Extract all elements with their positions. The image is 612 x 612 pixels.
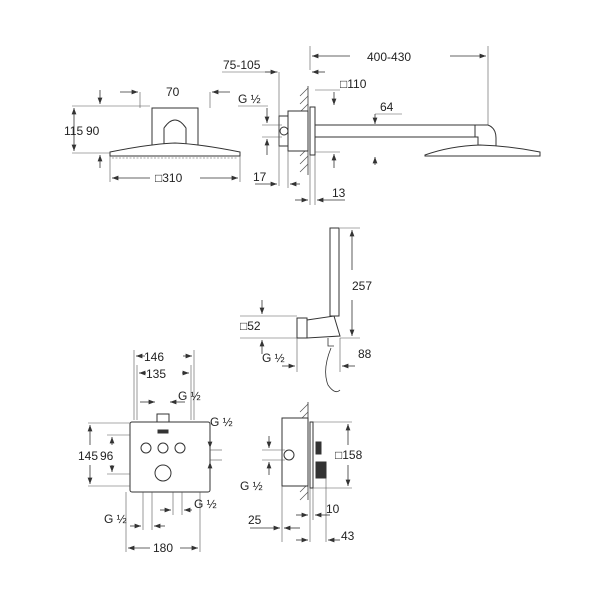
dim-width-top: 70 [166,85,180,99]
dim-valve-height-inner: 96 [100,449,114,463]
dim-valve-box-width: 180 [153,541,173,555]
dim-handshower-thread: G ½ [262,351,285,365]
dim-arm-length: 400-430 [367,50,411,64]
dim-plate: □158 [335,448,363,462]
dim-thread: G ½ [238,92,261,106]
dim-valve-width-inner: 135 [146,367,166,381]
dim-thread-bottom-left: G ½ [104,512,127,526]
dim-valve-width-outer: 146 [144,350,164,364]
dim-diameter: □310 [155,171,183,185]
dim-valve-height-outer: 145 [78,449,98,463]
dim-knob-depth: 43 [341,529,355,543]
dim-handshower-depth: 88 [358,347,372,361]
dim-thread-top: G ½ [178,389,201,403]
dim-thread-bottom-right: G ½ [194,497,217,511]
dim-offset-left: 17 [253,170,267,184]
dim-height-total: 115 [64,124,83,138]
valve-side-view: □158 G ½ 25 10 43 [240,402,363,543]
dim-box-depth: 25 [248,513,262,527]
dim-wall-depth: 75-105 [223,58,261,72]
dim-side-thread: G ½ [240,479,263,493]
overhead-shower-front-view: 70 115 90 □310 [64,85,241,185]
dim-plate-depth: 10 [326,502,340,516]
dim-holder: □52 [240,319,261,333]
dim-arm-height: 64 [380,100,394,114]
dim-height-body: 90 [86,124,100,138]
overhead-shower-side-view: 400-430 75-105 □110 64 G ½ 17 13 [222,46,541,205]
dim-thread-right: G ½ [210,415,233,429]
dim-flange: □110 [340,77,367,91]
hand-shower-view: 257 □52 G ½ 88 [240,227,372,393]
dim-handshower-height: 257 [352,279,372,293]
dim-flange-depth: 13 [332,186,346,200]
valve-front-view: 146 135 G ½ G ½ 145 96 G ½ G ½ 180 [78,350,233,555]
